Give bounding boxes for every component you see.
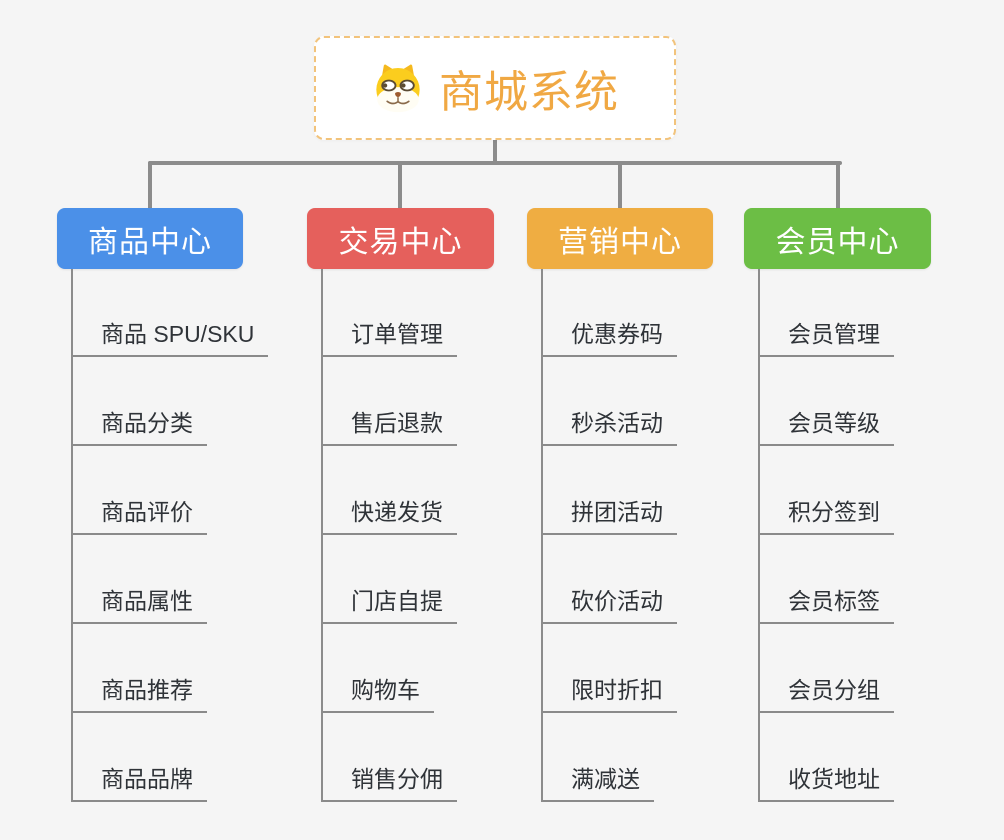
branch-children-column-member: 会员管理 会员等级 积分签到 会员标签 会员分组 收货地址	[758, 269, 894, 802]
leaf-node[interactable]: 满减送	[543, 756, 654, 802]
leaf-node[interactable]: 秒杀活动	[543, 400, 677, 446]
branch-label: 会员中心	[775, 225, 900, 259]
leaf-label: 商品分类	[101, 410, 193, 436]
leaf-label: 满减送	[571, 766, 640, 792]
leaf-label: 收货地址	[788, 766, 880, 792]
branch-node-marketing-center[interactable]: 营销中心	[527, 208, 713, 269]
connector-drop-marketing	[618, 161, 622, 210]
branch-node-member-center[interactable]: 会员中心	[744, 208, 931, 269]
leaf-node[interactable]: 商品分类	[73, 400, 207, 446]
leaf-label: 会员分组	[788, 677, 880, 703]
branch-children-column-product: 商品 SPU/SKU 商品分类 商品评价 商品属性 商品推荐 商品品牌	[71, 269, 269, 802]
leaf-node[interactable]: 优惠券码	[543, 311, 677, 357]
leaf-node[interactable]: 拼团活动	[543, 489, 677, 535]
leaf-label: 快递发货	[351, 499, 443, 525]
leaf-label: 会员管理	[788, 321, 880, 347]
connector-drop-member	[836, 161, 840, 210]
branch-node-product-center[interactable]: 商品中心	[57, 208, 243, 269]
leaf-node[interactable]: 积分签到	[760, 489, 894, 535]
leaf-node[interactable]: 购物车	[323, 667, 434, 713]
leaf-node[interactable]: 商品属性	[73, 578, 207, 624]
leaf-label: 优惠券码	[571, 321, 663, 347]
connector-rail	[148, 161, 842, 165]
leaf-label: 拼团活动	[571, 499, 663, 525]
leaf-node[interactable]: 会员管理	[760, 311, 894, 357]
connector-root-stub	[493, 140, 497, 164]
leaf-label: 门店自提	[351, 588, 443, 614]
leaf-node[interactable]: 会员标签	[760, 578, 894, 624]
leaf-label: 商品品牌	[101, 766, 193, 792]
leaf-node[interactable]: 会员等级	[760, 400, 894, 446]
leaf-label: 销售分佣	[351, 766, 443, 792]
branch-label: 营销中心	[558, 225, 682, 259]
leaf-label: 砍价活动	[571, 588, 663, 614]
leaf-label: 商品 SPU/SKU	[101, 321, 255, 347]
branch-children-column-trade: 订单管理 售后退款 快递发货 门店自提 购物车 销售分佣	[321, 269, 457, 802]
leaf-node[interactable]: 砍价活动	[543, 578, 677, 624]
leaf-label: 商品推荐	[101, 677, 193, 703]
leaf-node[interactable]: 商品评价	[73, 489, 207, 535]
leaf-label: 商品属性	[101, 588, 193, 614]
leaf-node[interactable]: 限时折扣	[543, 667, 677, 713]
leaf-label: 会员标签	[788, 588, 880, 614]
leaf-label: 商品评价	[101, 499, 193, 525]
dog-face-icon	[371, 63, 425, 113]
leaf-node[interactable]: 商品品牌	[73, 756, 207, 802]
leaf-node[interactable]: 收货地址	[760, 756, 894, 802]
branch-node-trade-center[interactable]: 交易中心	[307, 208, 494, 269]
leaf-label: 秒杀活动	[571, 410, 663, 436]
branch-label: 交易中心	[338, 225, 463, 259]
root-title: 商城系统	[439, 68, 619, 117]
leaf-node[interactable]: 商品推荐	[73, 667, 207, 713]
leaf-node[interactable]: 快递发货	[323, 489, 457, 535]
leaf-node[interactable]: 门店自提	[323, 578, 457, 624]
branch-label: 商品中心	[88, 225, 212, 259]
leaf-node[interactable]: 订单管理	[323, 311, 457, 357]
leaf-node[interactable]: 商品 SPU/SKU	[73, 311, 269, 357]
leaf-label: 售后退款	[351, 410, 443, 436]
leaf-node[interactable]: 销售分佣	[323, 756, 457, 802]
connector-drop-product	[148, 161, 152, 210]
leaf-label: 购物车	[351, 677, 420, 703]
leaf-label: 积分签到	[788, 499, 880, 525]
connector-drop-trade	[398, 161, 402, 210]
leaf-node[interactable]: 会员分组	[760, 667, 894, 713]
leaf-node[interactable]: 售后退款	[323, 400, 457, 446]
leaf-label: 订单管理	[351, 321, 443, 347]
branch-children-column-marketing: 优惠券码 秒杀活动 拼团活动 砍价活动 限时折扣 满减送	[541, 269, 677, 802]
root-node[interactable]: 商城系统	[314, 36, 676, 140]
leaf-label: 限时折扣	[571, 677, 663, 703]
leaf-label: 会员等级	[788, 410, 880, 436]
